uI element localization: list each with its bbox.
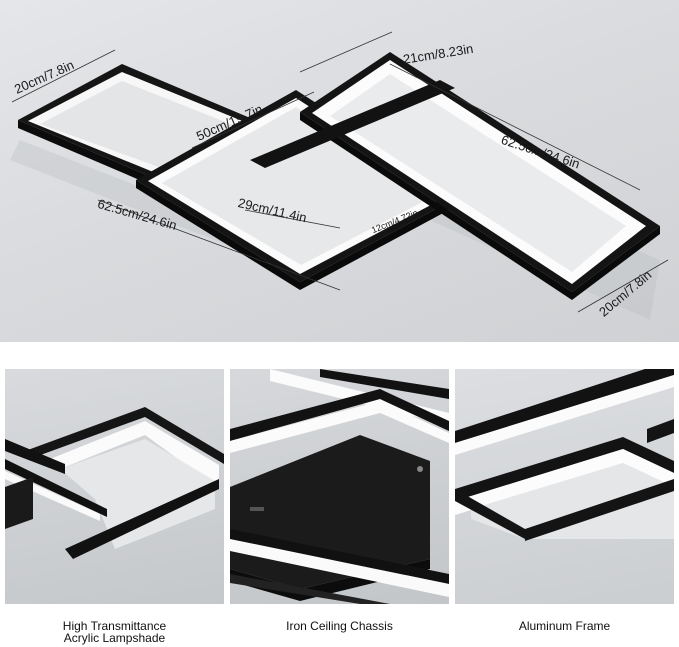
aluminum-frame-closeup-icon bbox=[455, 369, 674, 541]
right-rectangle-frame bbox=[250, 52, 660, 300]
dimension-lines bbox=[11, 31, 669, 313]
acrylic-lampshade-closeup-icon bbox=[5, 407, 224, 559]
caption-acrylic-lampshade: High Transmittance Acrylic Lampshade bbox=[62, 619, 167, 645]
middle-rectangle-frame bbox=[136, 90, 460, 290]
iron-chassis-closeup-icon bbox=[230, 369, 449, 604]
caption-aluminum-frame: Aluminum Frame bbox=[518, 619, 611, 633]
aluminum-frame-photo bbox=[455, 369, 674, 604]
product-hero-image: 20cm/7.8in 21cm/8.23in 50cm/19.7in 62.5c… bbox=[0, 0, 679, 342]
caption-iron-chassis: Iron Ceiling Chassis bbox=[286, 619, 393, 633]
iron-chassis-photo bbox=[230, 369, 449, 604]
acrylic-lampshade-photo bbox=[5, 369, 224, 604]
ceiling-light-illustration bbox=[10, 31, 669, 320]
